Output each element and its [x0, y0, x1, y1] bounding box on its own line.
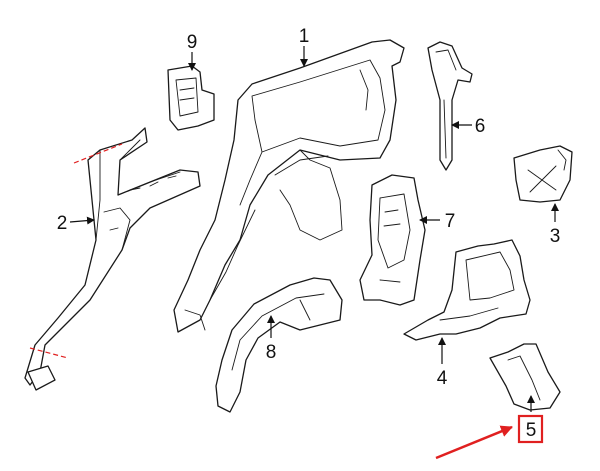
callout-3: 3: [550, 226, 561, 247]
callout-8: 8: [266, 342, 277, 363]
callout-7: 7: [445, 211, 456, 232]
part-6-pillar-reinforcement: [427, 41, 473, 171]
callout-2: 2: [57, 213, 68, 234]
callout-9: 9: [187, 32, 198, 53]
leader-2: [69, 216, 95, 225]
callout-5: 5: [526, 420, 537, 441]
part-5-bracket: [489, 343, 561, 411]
part-4-floor-extension: [403, 239, 531, 341]
part-1-quarter-inner-panel: [173, 39, 405, 333]
part-8-wheelhouse-liner: [215, 277, 343, 413]
callout-6: 6: [475, 116, 486, 137]
part-9-bracket: [167, 65, 215, 131]
part-7-inner-panel: [359, 174, 426, 306]
callout-4: 4: [437, 368, 448, 389]
callout-1: 1: [299, 26, 310, 47]
part-3-plate: [513, 145, 573, 203]
red-arrow-icon: [435, 425, 513, 460]
callout-5-highlight-box: [517, 414, 544, 444]
part-2-pillar-rail: [24, 127, 201, 391]
